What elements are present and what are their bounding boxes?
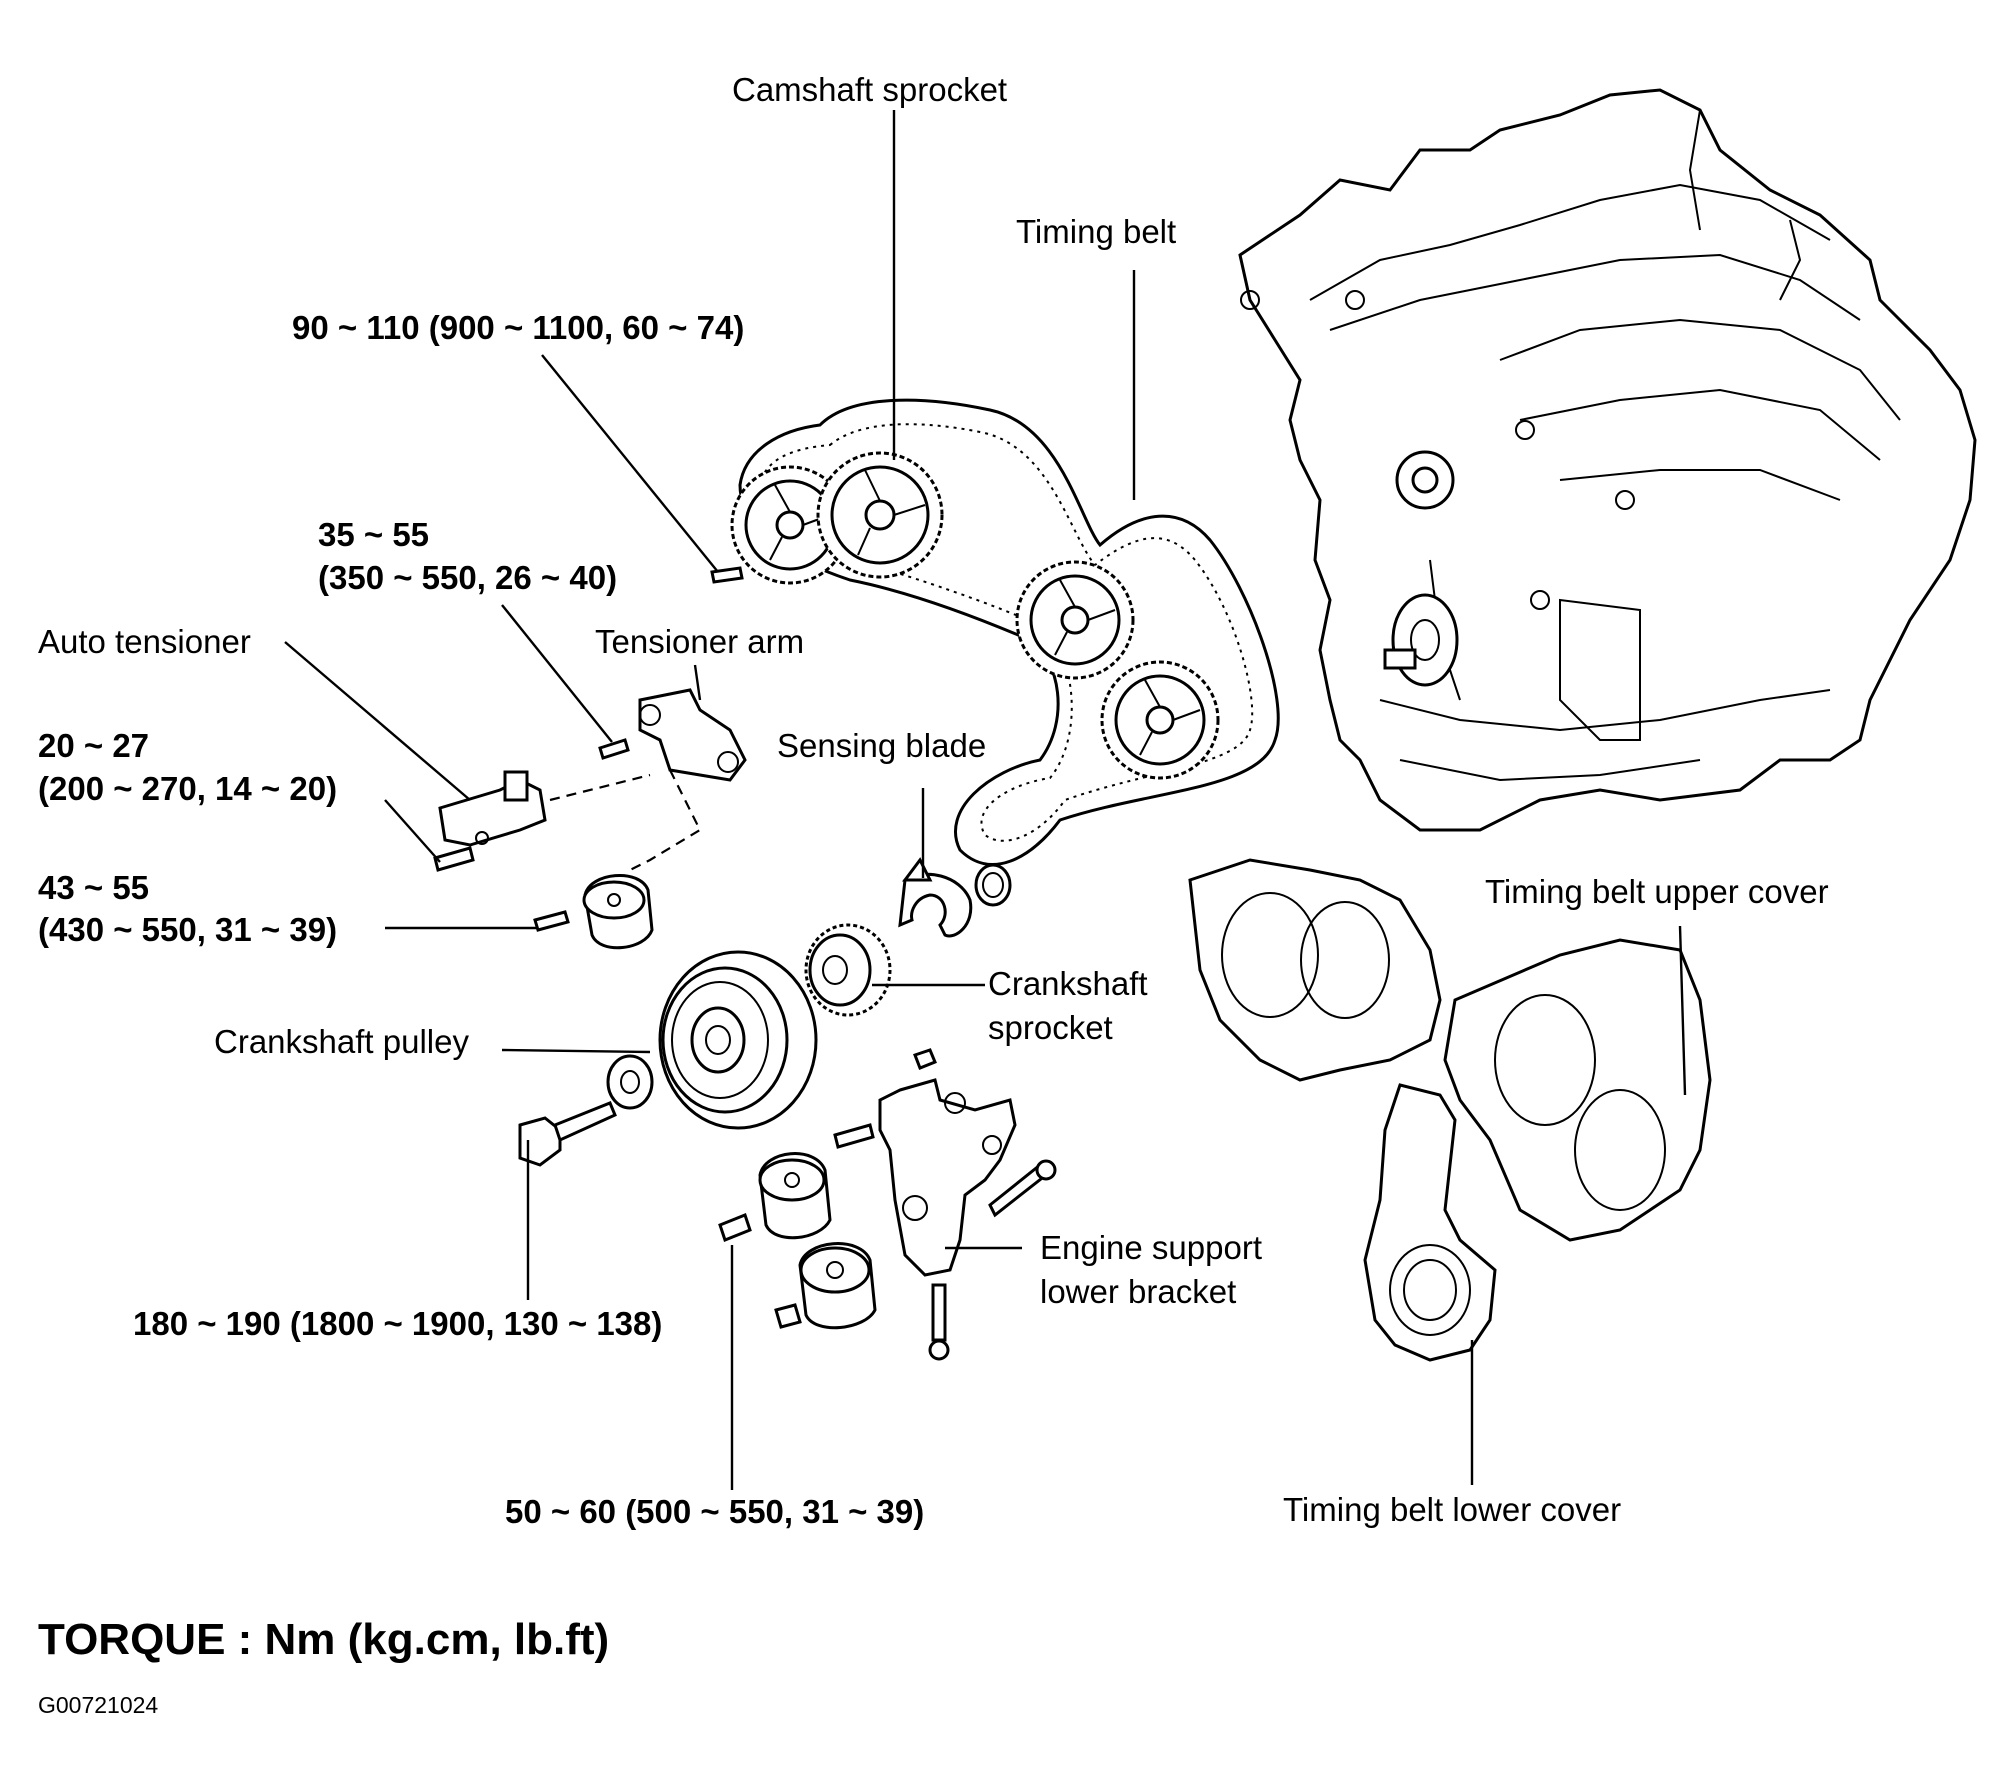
label-camshaft-sprocket: Camshaft sprocket	[732, 71, 1008, 108]
label-torque-idler-2: (430 ~ 550, 31 ~ 39)	[38, 911, 338, 948]
label-torque-bracket: 50 ~ 60 (500 ~ 550, 31 ~ 39)	[505, 1493, 925, 1530]
timing-belt	[738, 398, 1280, 866]
label-torque-auto-tensioner-1: 20 ~ 27	[38, 727, 150, 764]
label-sensing-blade: Sensing blade	[777, 727, 987, 764]
label-crankshaft-pulley: Crankshaft pulley	[214, 1023, 469, 1060]
label-tensioner-arm: Tensioner arm	[595, 623, 805, 660]
label-torque-crank-bolt: 180 ~ 190 (1800 ~ 1900, 130 ~ 138)	[133, 1305, 663, 1342]
crankshaft-pulley	[658, 950, 818, 1130]
engine-block	[1238, 88, 1977, 832]
label-engine-support-1: Engine support	[1040, 1229, 1262, 1266]
camshaft-sprocket-2	[816, 451, 944, 579]
camshaft-sprocket-4	[1100, 660, 1220, 780]
bolts-upper	[433, 566, 744, 932]
washer-upper	[974, 863, 1012, 907]
label-torque-idler-1: 43 ~ 55	[38, 869, 150, 906]
camshaft-sprocket-1	[730, 465, 850, 585]
leader-lines	[284, 110, 1687, 1490]
camshaft-sprocket-3	[1015, 560, 1135, 680]
tensioner-alignment-line	[549, 769, 702, 871]
label-timing-belt-upper-cover: Timing belt upper cover	[1485, 873, 1829, 910]
auto-tensioner	[438, 770, 547, 847]
label-auto-tensioner: Auto tensioner	[38, 623, 251, 660]
timing-belt-lower-cover	[1363, 1083, 1497, 1362]
bracket-bolts	[718, 1048, 1057, 1361]
label-torque-tensioner-arm-2: (350 ~ 550, 26 ~ 40)	[318, 559, 618, 596]
tensioner-arm	[638, 688, 747, 782]
sensing-blade	[898, 857, 973, 938]
lower-idler-2	[798, 1242, 877, 1330]
label-timing-belt-lower-cover: Timing belt lower cover	[1283, 1491, 1622, 1528]
label-crankshaft-sprocket-1: Crankshaft	[988, 965, 1148, 1002]
crankshaft-sprocket	[804, 923, 892, 1017]
label-timing-belt: Timing belt	[1016, 213, 1177, 250]
label-torque-tensioner-arm-1: 35 ~ 55	[318, 516, 430, 553]
idler-pulley	[582, 874, 654, 950]
figure-code: G00721024	[38, 1692, 159, 1718]
crankshaft-bolt	[518, 1101, 617, 1167]
engine-support-lower-bracket	[878, 1078, 1017, 1277]
lower-idler-1	[758, 1152, 832, 1240]
torque-units-title: TORQUE : Nm (kg.cm, lb.ft)	[38, 1615, 610, 1664]
label-engine-support-2: lower bracket	[1040, 1273, 1237, 1310]
crankshaft-washer	[606, 1054, 654, 1110]
label-torque-camshaft: 90 ~ 110 (900 ~ 1100, 60 ~ 74)	[292, 309, 745, 346]
label-crankshaft-sprocket-2: sprocket	[988, 1009, 1113, 1046]
timing-belt-upper-cover	[1188, 858, 1712, 1242]
label-torque-auto-tensioner-2: (200 ~ 270, 14 ~ 20)	[38, 770, 338, 807]
